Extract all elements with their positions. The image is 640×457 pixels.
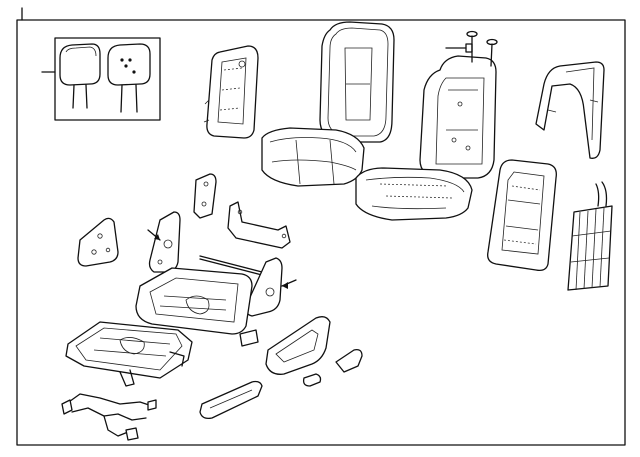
- fastener-screws[interactable]: [445, 30, 498, 67]
- side-bracket[interactable]: [193, 173, 217, 219]
- torsion-bar[interactable]: [199, 255, 263, 276]
- recliner-bracket-left[interactable]: [77, 217, 119, 267]
- cross-bracket[interactable]: [227, 201, 291, 249]
- cushion-frame[interactable]: [135, 267, 253, 335]
- seat-back-cover[interactable]: [319, 21, 395, 143]
- headrest-inset[interactable]: [41, 37, 161, 121]
- seat-back-frame[interactable]: [487, 159, 557, 272]
- seat-cushion-pad[interactable]: [355, 167, 473, 221]
- side-shield[interactable]: [265, 316, 331, 375]
- seat-adjuster-track[interactable]: [65, 321, 193, 387]
- small-clip[interactable]: [239, 329, 259, 347]
- wiring-harness[interactable]: [61, 393, 157, 441]
- back-side-trim[interactable]: [535, 61, 605, 159]
- seat-cushion-cover[interactable]: [261, 127, 365, 187]
- recliner-bracket-right[interactable]: [147, 211, 181, 273]
- lumbar-support[interactable]: [567, 181, 613, 291]
- small-cap[interactable]: [302, 373, 322, 387]
- side-shield-lower[interactable]: [335, 348, 363, 373]
- diagram-border: [16, 19, 626, 446]
- seat-back-pad[interactable]: [419, 55, 497, 179]
- back-frame-panel[interactable]: [203, 45, 259, 139]
- recliner-bracket-right[interactable]: [244, 257, 297, 317]
- front-trim[interactable]: [199, 380, 263, 420]
